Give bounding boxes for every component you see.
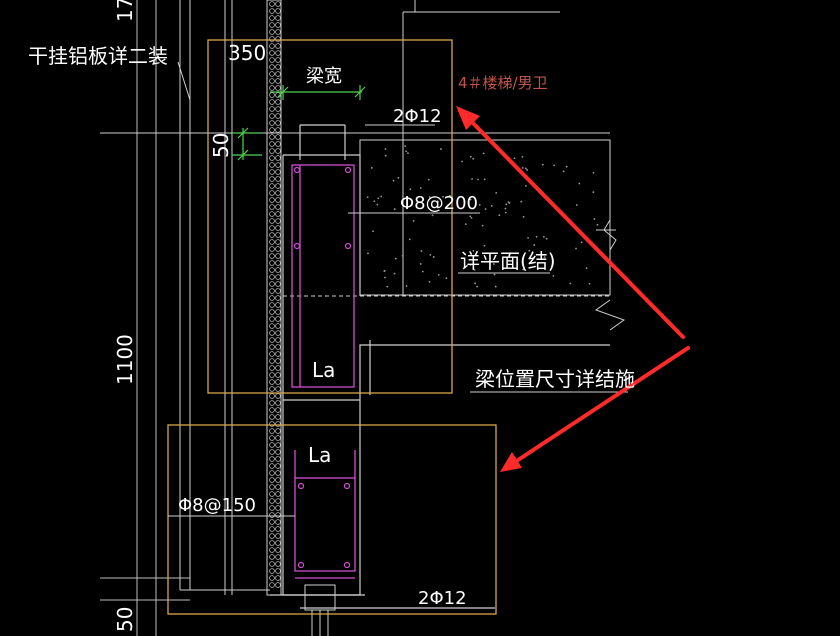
insulation-strip: [266, 0, 282, 596]
lower-rebar-dots: [297, 482, 351, 569]
see-plan-label: 详平面(结): [460, 249, 556, 273]
lower-detail-frame: [167, 424, 497, 615]
beam-width-label: 梁宽: [306, 66, 342, 87]
dimension-350: 350: [228, 41, 266, 65]
green-dimensions: [232, 85, 366, 161]
room-tag-label: 4＃楼梯/男卫: [458, 74, 548, 92]
red-annotation-arrows: [456, 106, 690, 472]
wall-lines: [179, 0, 270, 595]
beam-position-label: 梁位置尺寸详结施: [475, 367, 635, 391]
lower-stirrup-label: Φ8@150: [178, 495, 256, 516]
la-lower-label: La: [308, 443, 331, 467]
aluminum-panel-label: 干挂铝板详二装: [28, 44, 168, 68]
upper-rebar-dots: [293, 166, 352, 250]
bottom-rebar-label: 2Φ12: [418, 588, 467, 609]
dimension-50-lower: 50: [113, 607, 137, 632]
upper-stirrup-label: Φ8@200: [400, 193, 478, 214]
top-rebar-label: 2Φ12: [393, 106, 442, 127]
dimension-50-upper: 50: [209, 133, 233, 158]
dimension-1100: 1100: [113, 334, 137, 385]
lower-beam-outline: [270, 400, 495, 609]
upper-detail-frame: [207, 39, 453, 394]
lower-rebar-cage: [294, 450, 356, 579]
top-leaders: [177, 0, 560, 295]
break-lines: [594, 219, 626, 331]
top-cut-dimension: 17: [113, 0, 137, 22]
la-upper-label: La: [312, 358, 335, 382]
upper-rebar-cage: [291, 164, 355, 388]
label-leaders: [168, 124, 628, 517]
